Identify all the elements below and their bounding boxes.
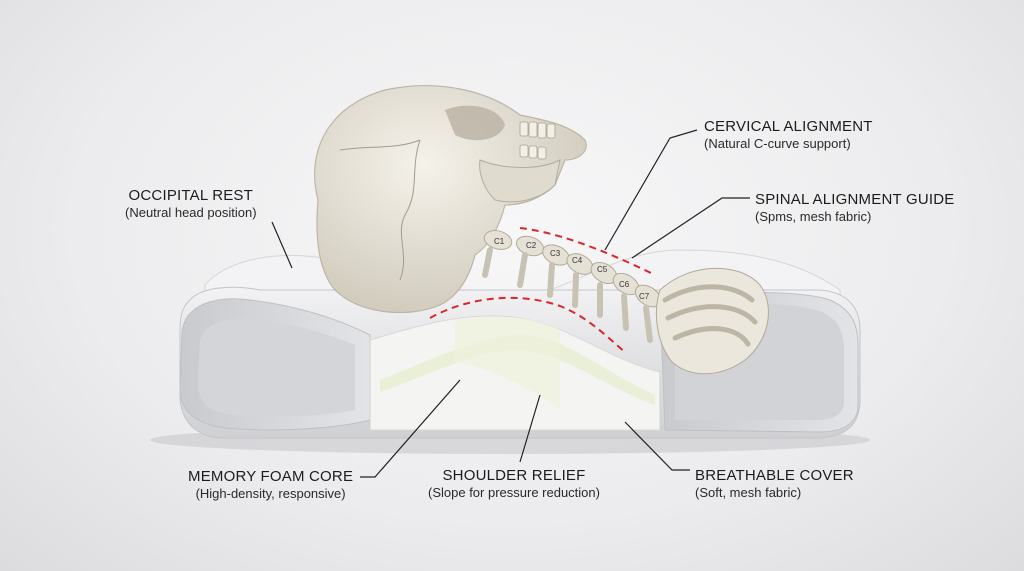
rib-3 [672,326,751,347]
callout-occipital-rest: OCCIPITAL REST (Neutral head position) [125,187,257,221]
callout-breathable-cover: BREATHABLE COVER (Soft, mesh fabric) [695,467,854,501]
callout-cervical-alignment: CERVICAL ALIGNMENT (Natural C-curve supp… [704,118,873,152]
rib-1 [662,284,755,303]
vertebra-label-c2: C2 [526,241,537,250]
skull-suture [399,139,421,281]
callout-title: SPINAL ALIGNMENT GUIDE [755,191,955,208]
callout-subtitle: (Natural C-curve support) [704,136,851,151]
rib-2 [665,304,758,325]
skull-teeth [519,121,556,160]
mandible [479,159,561,203]
callout-spinal-alignment-guide: SPINAL ALIGNMENT GUIDE (Spms, mesh fabri… [755,191,954,225]
callout-title: OCCIPITAL REST [128,187,254,204]
vertebra-label-c7: C7 [639,292,650,301]
alignment-guide-upper [519,227,656,276]
callout-title: MEMORY FOAM CORE [188,468,354,485]
callout-title: SHOULDER RELIEF [442,467,586,484]
leader-lines [271,129,750,478]
vertebra-label-c1: C1 [494,237,505,246]
callout-memory-foam-core: MEMORY FOAM CORE (High-density, responsi… [188,468,353,502]
callout-subtitle: (Neutral head position) [125,205,257,220]
skull-suture-2 [339,139,421,151]
cervical-spine [482,230,662,343]
foam-core-layer [380,334,655,405]
callout-title: CERVICAL ALIGNMENT [704,118,873,135]
callout-shoulder-relief: SHOULDER RELIEF (Slope for pressure redu… [428,467,600,501]
callout-subtitle: (Spms, mesh fabric) [755,209,872,224]
callout-subtitle: (Soft, mesh fabric) [695,485,802,500]
callout-title: BREATHABLE COVER [695,467,854,484]
pillow-left-inner [198,318,355,417]
alignment-guide-lower [429,296,626,353]
vertebra-label-c6: C6 [619,280,630,289]
foam-core-highlight [455,316,560,410]
vertebra-label-c4: C4 [572,256,583,265]
vertebra-label-c5: C5 [597,265,608,274]
vertebra-label-c3: C3 [550,249,561,258]
callout-subtitle: (Slope for pressure reduction) [428,485,600,500]
callout-subtitle: (High-density, responsive) [195,486,346,501]
skull-orbit [445,105,505,141]
